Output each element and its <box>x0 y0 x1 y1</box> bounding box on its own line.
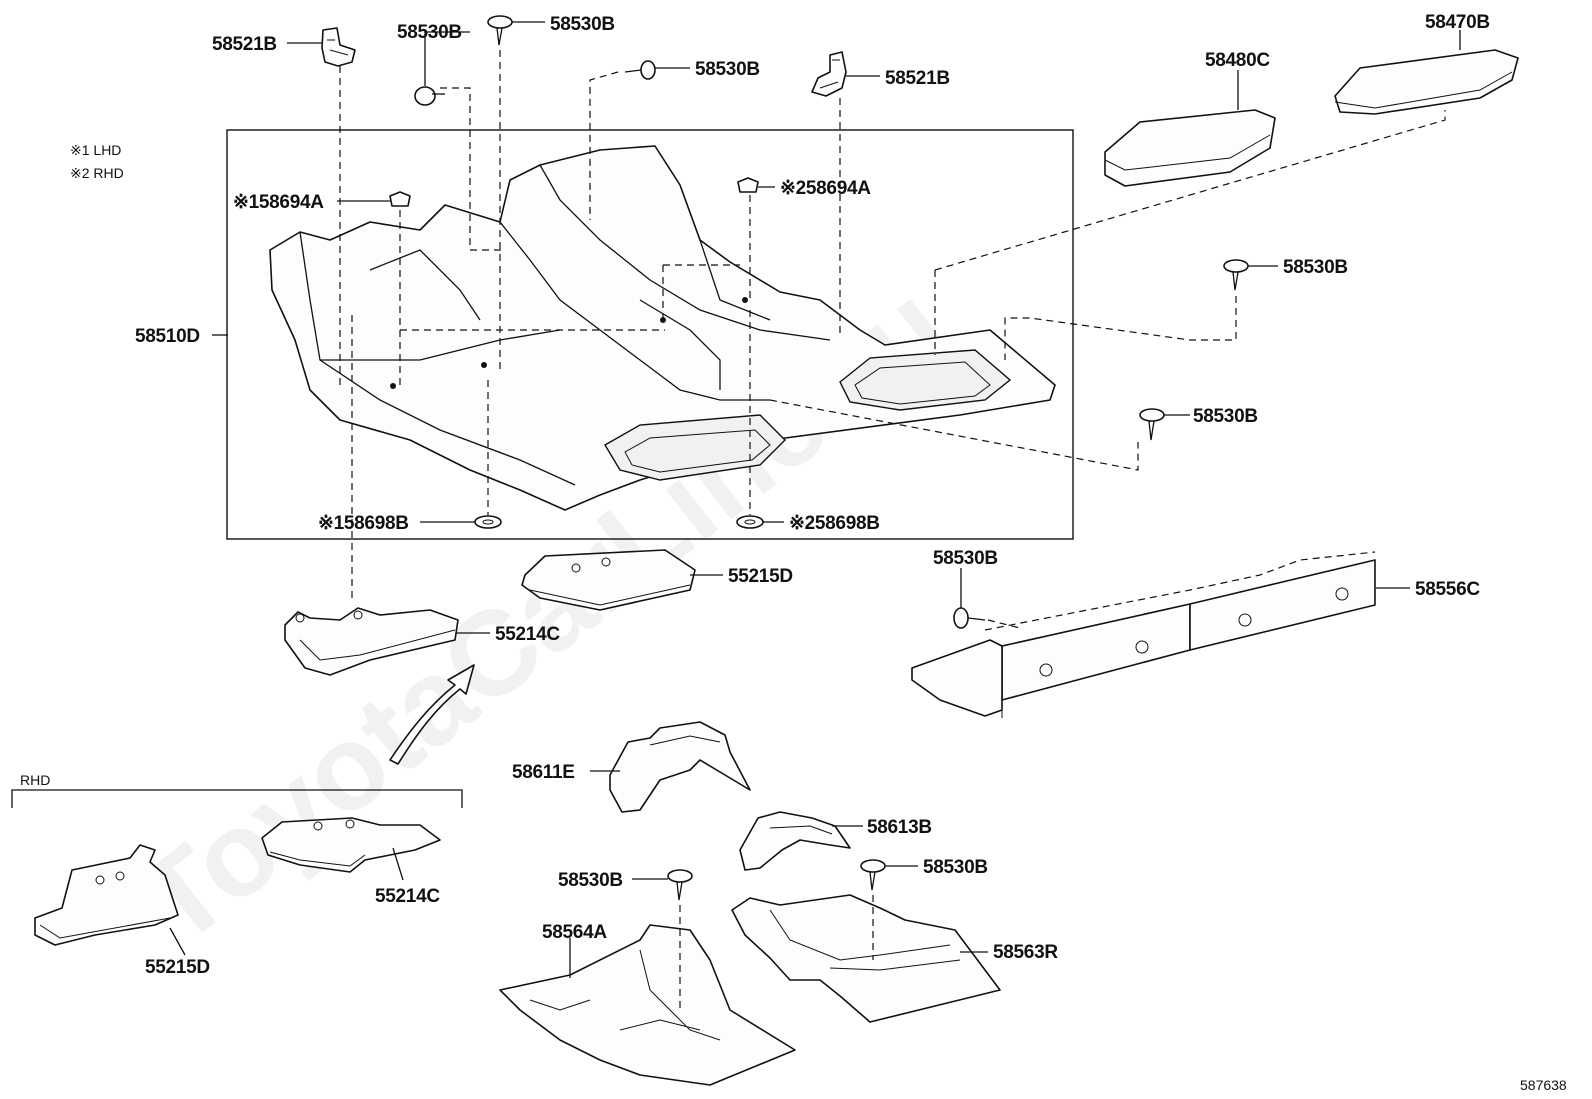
label-58521B-mid: 58521B <box>885 68 950 89</box>
pad-58480C[interactable] <box>1104 109 1276 187</box>
label-58698B-lhd: ※158698B <box>318 513 409 534</box>
label-58530B-right1: 58530B <box>1283 257 1348 278</box>
panel-55215D-top[interactable] <box>521 549 696 611</box>
rhd-group-label: RHD <box>20 772 50 788</box>
label-58530B-low2: 58530B <box>923 857 988 878</box>
bracket-58611E[interactable] <box>609 721 751 813</box>
label-58480C: 58480C <box>1205 50 1270 71</box>
label-58556C: 58556C <box>1415 579 1480 600</box>
note-lhd: ※1 LHD <box>70 142 121 158</box>
label-58530B-right2: 58530B <box>1193 406 1258 427</box>
label-58470B: 58470B <box>1425 12 1490 33</box>
pin-58530B-low1[interactable] <box>667 869 693 901</box>
pin-58530B-low2[interactable] <box>860 859 886 891</box>
panel-55215D-rhd[interactable] <box>34 844 179 946</box>
assembly-lines <box>339 50 1446 1010</box>
mat-58563R[interactable] <box>731 894 1001 1023</box>
grommet-58698B-rhd[interactable] <box>736 515 764 529</box>
note-rhd: ※2 RHD <box>70 165 124 181</box>
label-55215D-rhd: 55215D <box>145 957 210 978</box>
label-58530B-c: 58530B <box>695 59 760 80</box>
pin-58530B-right2[interactable] <box>1139 408 1165 441</box>
direction-arrow <box>389 664 475 765</box>
label-58564A: 58564A <box>542 922 607 943</box>
duct-58556C[interactable] <box>911 551 1376 718</box>
panel-55214C-rhd[interactable] <box>261 817 441 873</box>
label-55214C-rhd: 55214C <box>375 886 440 907</box>
label-55214C-top: 55214C <box>495 624 560 645</box>
pin-58530B-c[interactable] <box>624 60 656 80</box>
label-55215D-top: 55215D <box>728 566 793 587</box>
pin-58530B-a[interactable] <box>414 86 445 106</box>
pin-58530B-b[interactable] <box>487 15 513 46</box>
clip-58694A-rhd[interactable] <box>737 177 759 193</box>
label-58530B-a: 58530B <box>397 22 462 43</box>
pin-58530B-right1[interactable] <box>1223 259 1249 291</box>
diagram-id: 587638 <box>1520 1077 1567 1093</box>
label-58563R: 58563R <box>993 942 1058 963</box>
clip-58521B-top[interactable] <box>321 27 356 67</box>
label-58694A-lhd: ※158694A <box>233 192 324 213</box>
label-58510D: 58510D <box>135 326 200 347</box>
part-labels: 58521B 58530B 58530B 58530B 58521B 58480… <box>135 12 1490 978</box>
pin-58530B-mid[interactable] <box>953 607 986 629</box>
pad-58470B[interactable] <box>1334 49 1519 115</box>
bracket-58613B[interactable] <box>739 811 851 871</box>
panel-55214C-top[interactable] <box>284 607 459 676</box>
grommet-58698B-lhd[interactable] <box>474 515 502 529</box>
label-58611E: 58611E <box>512 762 575 783</box>
label-58698B-rhd: ※258698B <box>789 513 880 534</box>
label-58530B-low1: 58530B <box>558 870 623 891</box>
label-58613B: 58613B <box>867 817 932 838</box>
mat-58564A[interactable] <box>499 924 796 1086</box>
clip-58521B-mid[interactable] <box>811 51 847 97</box>
rhd-bracket <box>11 789 463 808</box>
clip-58694A-lhd[interactable] <box>389 191 411 207</box>
label-58694A-rhd: ※258694A <box>780 178 871 199</box>
label-58530B-mid: 58530B <box>933 548 998 569</box>
label-58521B-top: 58521B <box>212 34 277 55</box>
leader-lines <box>169 21 1461 978</box>
label-58530B-b: 58530B <box>550 14 615 35</box>
